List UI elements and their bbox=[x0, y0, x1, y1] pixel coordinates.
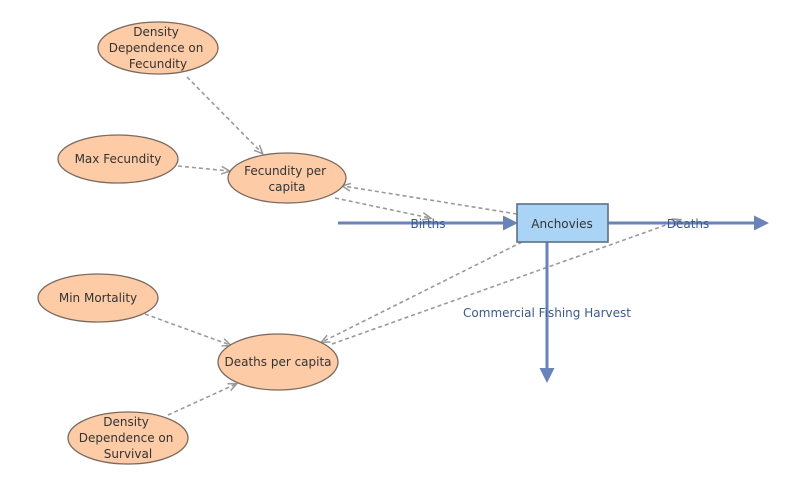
density-dependence-fecundity-node[interactable]: Density Dependence on Fecundity bbox=[97, 21, 219, 75]
link-density-survival-to-deaths-per-capita bbox=[167, 384, 236, 416]
density-dependence-fecundity-ellipse bbox=[97, 21, 219, 75]
max-fecundity-ellipse bbox=[57, 134, 179, 184]
deaths-per-capita-ellipse bbox=[217, 333, 339, 391]
harvest-flow-label: Commercial Fishing Harvest bbox=[463, 306, 631, 320]
density-dependence-survival-node[interactable]: Density Dependence on Survival bbox=[67, 411, 189, 465]
births-flow-label: Births bbox=[410, 217, 445, 231]
link-min-mortality-to-deaths-per-capita bbox=[144, 313, 230, 345]
max-fecundity-node[interactable]: Max Fecundity bbox=[57, 134, 179, 184]
min-mortality-ellipse bbox=[37, 273, 159, 323]
link-anchovies-to-fecundity bbox=[343, 186, 518, 215]
deaths-per-capita-node[interactable]: Deaths per capita bbox=[217, 333, 339, 391]
link-density-fecundity-to-fecundity bbox=[186, 76, 262, 153]
density-dependence-survival-label: Density Dependence on Survival bbox=[79, 415, 177, 461]
fecundity-per-capita-label: Fecundity per capita bbox=[244, 164, 330, 194]
anchovies-stock-label: Anchovies bbox=[531, 217, 592, 231]
link-anchovies-to-deaths-per-capita bbox=[322, 241, 523, 342]
density-dependence-survival-ellipse bbox=[67, 411, 189, 465]
density-dependence-fecundity-label: Density Dependence on Fecundity bbox=[109, 25, 207, 71]
link-max-fecundity-to-fecundity bbox=[177, 165, 229, 171]
deaths-flow-label: Deaths bbox=[667, 217, 710, 231]
fecundity-per-capita-ellipse bbox=[227, 152, 347, 204]
deaths-per-capita-label: Deaths per capita bbox=[224, 355, 331, 369]
min-mortality-node[interactable]: Min Mortality bbox=[37, 273, 159, 323]
anchovies-stock[interactable]: Anchovies bbox=[516, 203, 609, 243]
link-deaths-per-capita-to-deaths bbox=[331, 220, 680, 345]
fecundity-per-capita-node[interactable]: Fecundity per capita bbox=[227, 152, 347, 204]
link-fecundity-to-births bbox=[334, 197, 430, 218]
min-mortality-label: Min Mortality bbox=[59, 291, 137, 305]
max-fecundity-label: Max Fecundity bbox=[75, 152, 162, 166]
anchovies-stock-box bbox=[516, 203, 609, 243]
